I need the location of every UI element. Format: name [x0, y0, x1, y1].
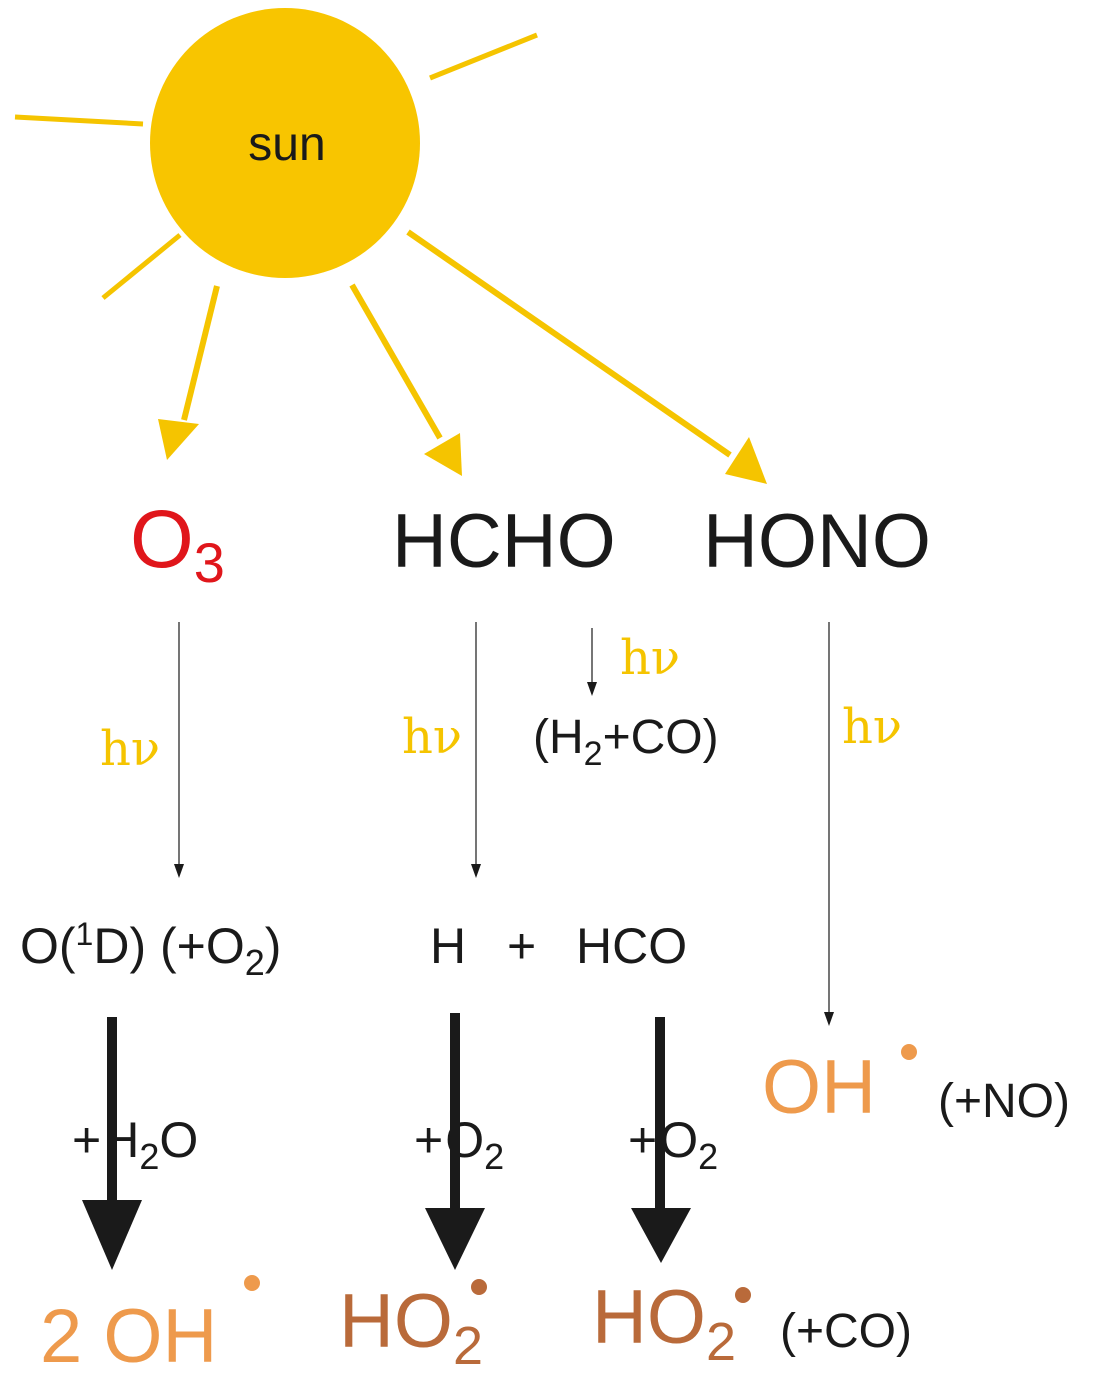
intermediate-o1d: O(1D) (+O2): [20, 916, 281, 983]
sun-arrow-hcho-head: [424, 433, 462, 476]
product-two-oh: 2 OH: [40, 1294, 217, 1373]
reaction-arrow-ho2-h-head: [425, 1208, 485, 1270]
radical-dot-two-oh: [244, 1275, 260, 1291]
reaction-arrow-ho2-hco-shaft: [655, 1017, 665, 1210]
reaction-arrows: [82, 1013, 691, 1270]
sun-arrow-hono-head: [725, 437, 767, 484]
photolysis-arrow-hcho-radical-head: [471, 864, 481, 878]
sun-arrow-hono-shaft: [406, 229, 732, 458]
sun-ray-left: [14, 114, 144, 127]
sun-ray-lower-left: [101, 233, 182, 300]
hv-label-hcho-molecular: hν: [620, 630, 680, 686]
intermediate-hco: HCO: [576, 918, 687, 974]
radical-dot-ho2-h: [471, 1279, 487, 1295]
photolysis-arrow-o3-head: [174, 864, 184, 878]
species-o3: O3: [130, 494, 225, 594]
sun-rays: [14, 32, 538, 300]
sun-ray-upper-right: [429, 32, 538, 81]
species-hcho: HCHO: [392, 499, 616, 584]
photolysis-arrow-hono-head: [824, 1012, 834, 1026]
reactant-h2o: +H2O: [72, 1112, 198, 1177]
reaction-arrow-oh-head: [82, 1200, 142, 1270]
intermediate-plus: +: [507, 918, 536, 974]
note-no: (+NO): [938, 1075, 1070, 1128]
hv-label-o3: hν: [100, 721, 160, 777]
reaction-arrow-oh-shaft: [107, 1017, 117, 1202]
reaction-arrow-ho2-hco-head: [631, 1208, 691, 1263]
sun-label: sun: [248, 118, 325, 171]
intermediate-h: H: [430, 918, 466, 974]
radical-dot-ho2-hco: [735, 1287, 751, 1303]
sun-arrow-hcho-shaft: [349, 283, 443, 440]
sun-arrow-o3-head: [158, 419, 199, 460]
sun-arrows: [158, 229, 767, 484]
sun-circle: [150, 8, 420, 278]
product-ho2-hco: HO2: [592, 1275, 736, 1372]
product-oh-hono: OH: [762, 1045, 876, 1130]
photolysis-arrow-hcho-molecular-head: [587, 682, 597, 696]
species-hono: HONO: [703, 499, 931, 584]
product-ho2-h: HO2: [339, 1279, 483, 1373]
molecular-products: (H2+CO): [533, 711, 719, 773]
hv-label-hono: hν: [842, 699, 902, 755]
photolysis-arrows: [174, 622, 834, 1026]
reaction-arrow-ho2-h-shaft: [450, 1013, 460, 1210]
radical-dot-oh-hono: [901, 1044, 917, 1060]
note-co: (+CO): [780, 1305, 912, 1358]
hv-label-hcho-radical: hν: [402, 709, 462, 765]
sun-arrow-o3-shaft: [181, 285, 220, 421]
reactant-o2-hco: +O2: [628, 1112, 718, 1177]
